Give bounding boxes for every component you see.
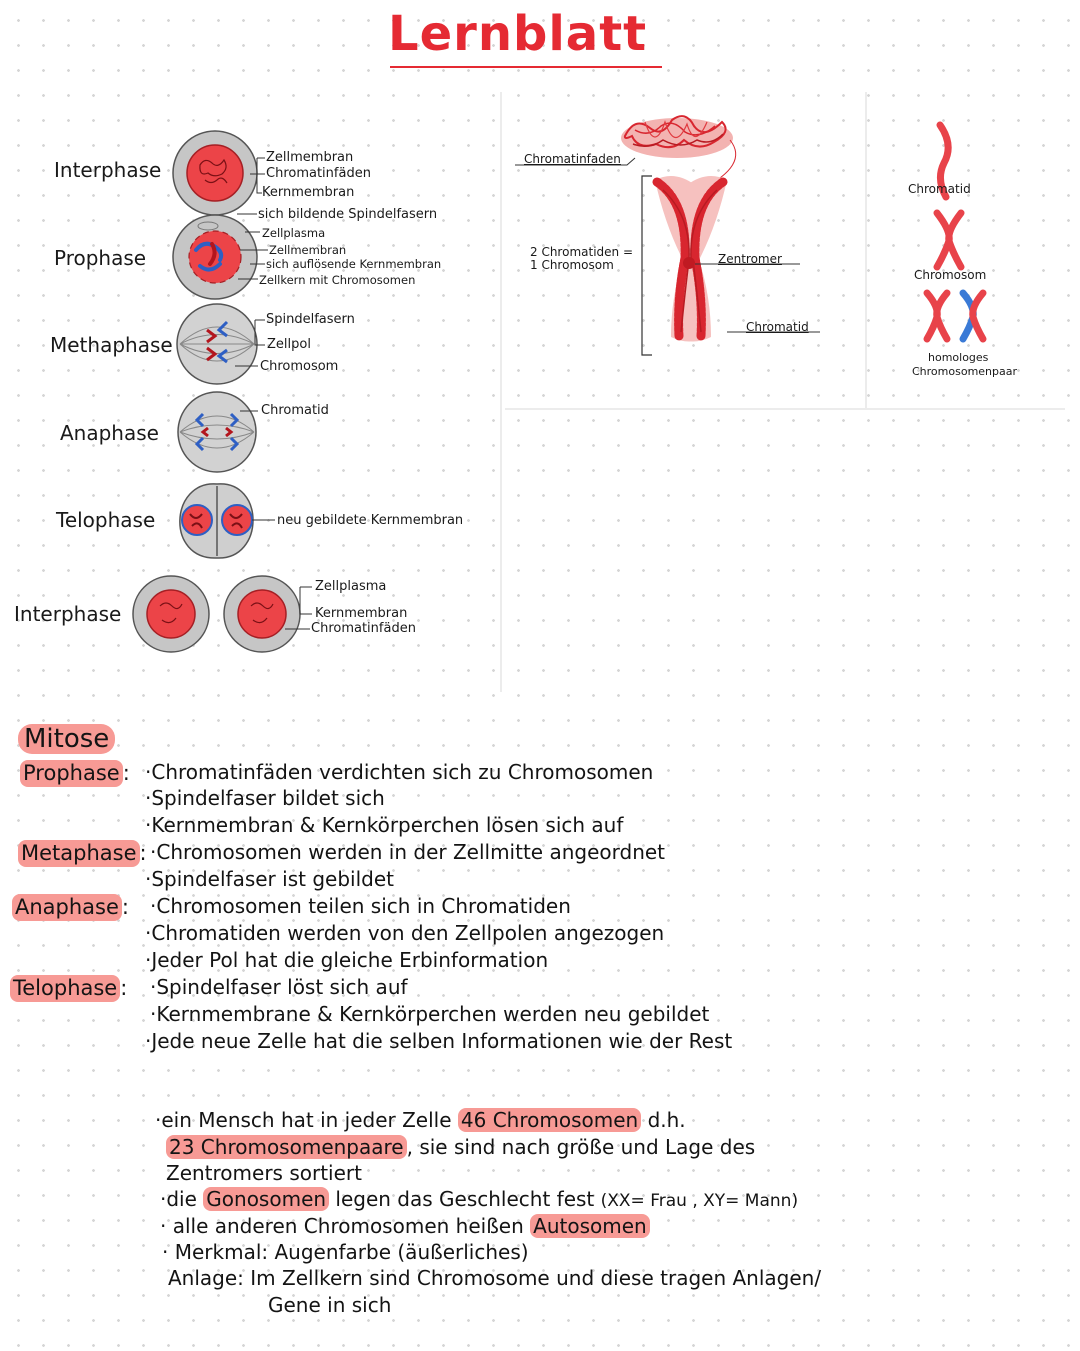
section-prophase: Prophase: bbox=[20, 760, 130, 787]
label-kernmembran-1: Kernmembran bbox=[262, 185, 355, 200]
chromatid-icon bbox=[936, 121, 952, 201]
label-chromatinfaeden-2: Chromatinfäden bbox=[311, 621, 416, 636]
label-zellmembran-1: Zellmembran bbox=[266, 150, 354, 165]
cell-interphase-daughters bbox=[132, 575, 301, 653]
label-spindelfasern-bildend: sich bildende Spindelfasern bbox=[258, 207, 438, 222]
homologous-pair-icon bbox=[923, 289, 987, 343]
phase-label-metaphase: Methaphase bbox=[50, 333, 173, 357]
divider-vertical-right bbox=[865, 92, 867, 410]
phase-tag-prophase: Prophase bbox=[20, 760, 123, 787]
legend-label-chromatid: Chromatid bbox=[908, 182, 971, 196]
label-kernmembran-2: Kernmembran bbox=[315, 606, 408, 621]
chromosom-icon bbox=[933, 209, 965, 271]
brace bbox=[641, 175, 652, 356]
label-chromosom: Chromosom bbox=[260, 359, 339, 374]
label-zentromer: Zentromer bbox=[718, 252, 782, 266]
legend-label-chromosom: Chromosom bbox=[914, 268, 987, 282]
cell-cycle-drawings bbox=[132, 130, 312, 653]
phase-label-interphase-end: Interphase bbox=[14, 602, 122, 626]
telophase-line-2: ·Kernmembrane & Kernkörperchen werden ne… bbox=[150, 1002, 710, 1026]
label-zellkern-chromosomen: Zellkern mit Chromosomen bbox=[259, 273, 416, 287]
anaphase-line-1: ·Chromosomen teilen sich in Chromatiden bbox=[150, 894, 571, 918]
cell-anaphase bbox=[177, 391, 257, 473]
section-telophase: Telophase: bbox=[10, 975, 127, 1002]
cell-metaphase bbox=[176, 303, 258, 385]
leader-chromatinfaden bbox=[515, 157, 636, 166]
fact-line-7: Anlage: Im Zellkern sind Chromosome und … bbox=[168, 1266, 822, 1290]
leader-lines bbox=[235, 157, 312, 630]
telophase-line-3: ·Jede neue Zelle hat die selben Informat… bbox=[145, 1029, 733, 1053]
label-chromatid-diagram: Chromatid bbox=[746, 320, 809, 334]
phase-tag-metaphase: Metaphase bbox=[18, 840, 140, 867]
fact-line-1: ·ein Mensch hat in jeder Zelle 46 Chromo… bbox=[155, 1108, 686, 1132]
telophase-line-1: ·Spindelfaser löst sich auf bbox=[150, 975, 408, 999]
fact-line-3: Zentromers sortiert bbox=[166, 1161, 362, 1185]
divider-vertical-left bbox=[500, 92, 502, 692]
title-underline bbox=[390, 66, 662, 68]
fact-line-4: ·die Gonosomen legen das Geschlecht fest… bbox=[160, 1187, 799, 1211]
label-neue-kernmembran: neu gebildete Kernmembran bbox=[277, 513, 464, 528]
label-zellplasma-prophase: Zellplasma bbox=[262, 226, 326, 240]
chromosome-diagram bbox=[515, 115, 820, 356]
section-metaphase: Metaphase: bbox=[18, 840, 147, 867]
prophase-line-3: ·Kernmembran & Kernkörperchen lösen sich… bbox=[145, 813, 624, 837]
fact-line-2: 23 Chromosomenpaare, sie sind nach größe… bbox=[166, 1135, 755, 1159]
phase-label-telophase: Telophase bbox=[56, 508, 156, 532]
legend-label-homologes: homologes bbox=[928, 351, 989, 364]
label-zellpol: Zellpol bbox=[267, 337, 311, 352]
page-title: Lernblatt bbox=[388, 6, 648, 62]
label-spindelfasern: Spindelfasern bbox=[266, 312, 355, 327]
label-2-chromatiden: 2 Chromatiden = bbox=[530, 245, 634, 259]
label-chromatinfaeden-1: Chromatinfäden bbox=[266, 166, 371, 181]
label-zellplasma-2: Zellplasma bbox=[315, 579, 387, 594]
x-chromosome bbox=[652, 176, 728, 342]
fact-line-5: · alle anderen Chromosomen heißen Autoso… bbox=[160, 1214, 650, 1238]
anaphase-line-2: ·Chromatiden werden von den Zellpolen an… bbox=[145, 921, 665, 945]
divider-horizontal bbox=[505, 408, 1065, 410]
fact-line-8: Gene in sich bbox=[268, 1293, 392, 1317]
cell-telophase bbox=[179, 483, 254, 559]
phase-tag-telophase: Telophase bbox=[10, 975, 121, 1002]
phase-label-interphase: Interphase bbox=[54, 158, 162, 182]
prophase-line-1: ·Chromatinfäden verdichten sich zu Chrom… bbox=[145, 760, 654, 784]
label-zellmembran-prophase: Zellmembran bbox=[269, 243, 347, 257]
metaphase-line-2: ·Spindelfaser ist gebildet bbox=[145, 867, 394, 891]
cell-prophase bbox=[172, 214, 258, 300]
chromosome-legend-drawings bbox=[923, 121, 987, 343]
label-kernmembran-aufloesend: sich auflösende Kernmembran bbox=[266, 257, 442, 271]
phase-label-anaphase: Anaphase bbox=[60, 421, 159, 445]
label-1-chromosom: 1 Chromosom bbox=[530, 258, 614, 272]
section-anaphase: Anaphase: bbox=[12, 894, 129, 921]
phase-label-prophase: Prophase bbox=[54, 246, 147, 270]
anaphase-line-3: ·Jeder Pol hat die gleiche Erbinformatio… bbox=[145, 948, 549, 972]
mitose-heading: Mitose bbox=[18, 724, 116, 754]
cell-interphase-1 bbox=[172, 130, 258, 216]
phase-tag-anaphase: Anaphase bbox=[12, 894, 122, 921]
fact-line-6: · Merkmal: Augenfarbe (äußerliches) bbox=[162, 1240, 529, 1264]
metaphase-line-1: ·Chromosomen werden in der Zellmitte ang… bbox=[150, 840, 666, 864]
label-chromatinfaden: Chromatinfaden bbox=[524, 152, 621, 166]
legend-label-chromosomenpaar: Chromosomenpaar bbox=[912, 365, 1018, 378]
label-chromatid: Chromatid bbox=[261, 403, 329, 418]
prophase-line-2: ·Spindelfaser bildet sich bbox=[145, 786, 385, 810]
